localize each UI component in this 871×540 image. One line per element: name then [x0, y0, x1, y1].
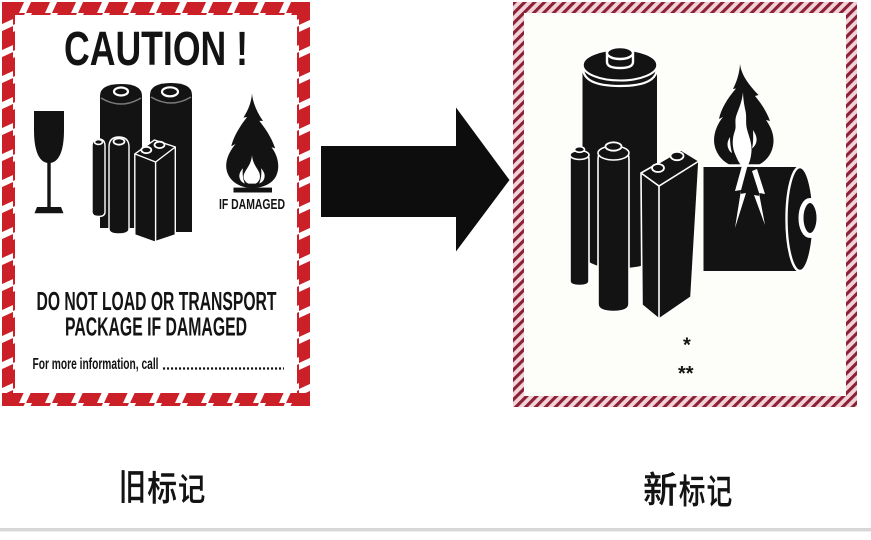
svg-text:*: * — [683, 335, 691, 357]
svg-text:PACKAGE IF DAMAGED: PACKAGE IF DAMAGED — [65, 312, 247, 342]
svg-text:For more information, call: For more information, call — [33, 356, 159, 373]
svg-text:IF DAMAGED: IF DAMAGED — [219, 197, 285, 213]
svg-text:DO NOT LOAD OR TRANSPORT: DO NOT LOAD OR TRANSPORT — [37, 286, 277, 316]
svg-text:CAUTION !: CAUTION ! — [64, 23, 248, 76]
svg-text:**: ** — [678, 363, 694, 385]
